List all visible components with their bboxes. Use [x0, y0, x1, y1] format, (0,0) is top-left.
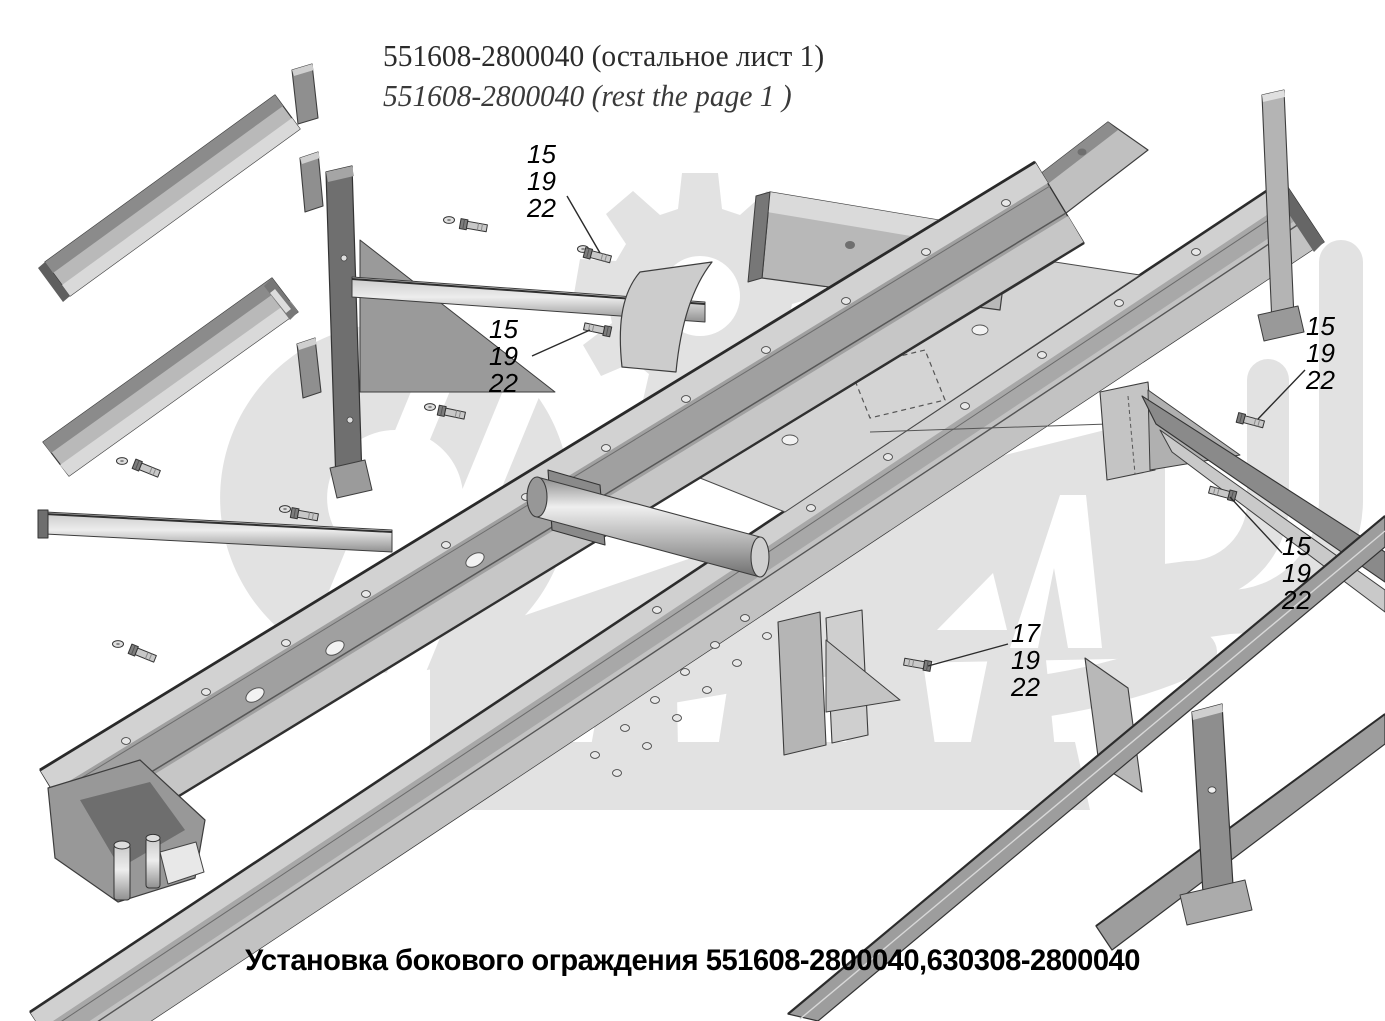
frame-structure	[29, 63, 1385, 1021]
frame-rail-right	[29, 178, 1325, 1021]
callout-number: 19	[527, 166, 556, 196]
callout-number: 15	[489, 314, 518, 344]
callout-number: 15	[527, 139, 556, 169]
callout-top-left: 15 19 22	[527, 141, 556, 222]
side-guard-bottom-right	[787, 515, 1385, 1021]
spacer-plates	[291, 63, 324, 399]
callout-number: 19	[489, 341, 518, 371]
side-guard-rail-top-left	[38, 94, 301, 477]
left-guard-bracket	[325, 165, 706, 499]
figure-caption: Установка бокового ограждения 551608-280…	[245, 944, 1140, 977]
callout-number: 22	[1306, 365, 1335, 395]
callout-number: 22	[1282, 585, 1311, 615]
rear-end-bracket	[47, 759, 206, 903]
drawing-number-title-en: 551608-2800040 (rest the page 1 )	[383, 78, 792, 113]
cross-tube	[526, 469, 770, 578]
guard-mount-plates	[777, 609, 901, 756]
right-top-post	[1257, 89, 1305, 342]
title-block: 551608-2800040 (остальное лист 1) 551608…	[383, 38, 847, 114]
left-guard-bar	[37, 509, 393, 553]
callout-number: 15	[1306, 311, 1335, 341]
callout-leaders	[531, 195, 1306, 667]
callout-right-upper: 15 19 22	[1306, 313, 1335, 394]
callout-right-lower: 15 19 22	[1282, 533, 1311, 614]
deflector-vane	[619, 261, 713, 373]
callout-number: 19	[1306, 338, 1335, 368]
callout-number: 15	[1282, 531, 1311, 561]
callout-number: 22	[489, 368, 518, 398]
callout-mid-left: 15 19 22	[489, 316, 518, 397]
callout-number: 22	[1011, 672, 1040, 702]
callout-number: 19	[1282, 558, 1311, 588]
callout-number: 19	[1011, 645, 1040, 675]
drawing-number-title: 551608-2800040 (остальное лист 1)	[383, 38, 825, 73]
callout-number: 17	[1011, 618, 1040, 648]
callout-center-lower: 17 19 22	[1011, 620, 1040, 701]
callout-number: 22	[527, 193, 556, 223]
